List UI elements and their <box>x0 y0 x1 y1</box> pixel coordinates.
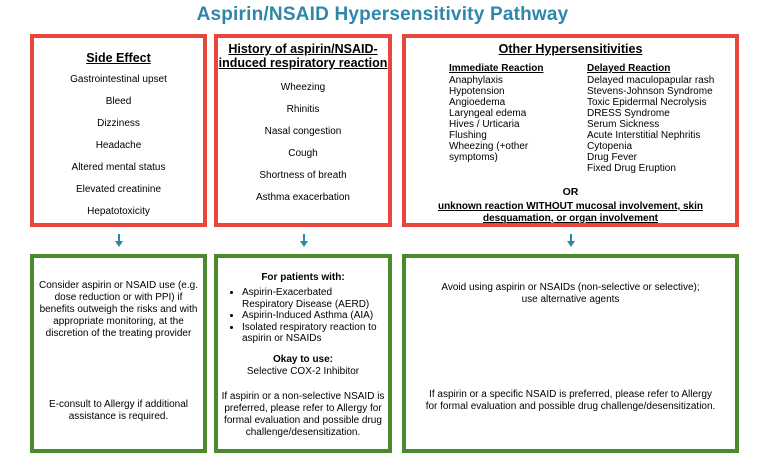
immediate-column: Immediate Reaction Anaphylaxis Hypotensi… <box>449 63 579 163</box>
econsult-text: E-consult to Allergy if additional assis… <box>34 399 203 423</box>
arrow-down-icon <box>567 234 575 247</box>
side-effect-box: Side Effect Gastrointestinal upset Bleed… <box>30 34 207 227</box>
respiratory-item: Shortness of breath <box>259 170 347 181</box>
respiratory-header-line1: History of aspirin/NSAID- <box>228 42 378 56</box>
okay-to-use-title: Okay to use: <box>272 353 334 365</box>
delayed-item: Stevens-Johnson Syndrome <box>587 86 713 97</box>
other-hypersensitivities-box: Other Hypersensitivities Immediate React… <box>402 34 739 227</box>
arrow-down-icon <box>300 234 308 247</box>
respiratory-item: Nasal congestion <box>264 126 342 137</box>
arrow-down-icon <box>115 234 123 247</box>
side-effect-item: Elevated creatinine <box>75 184 162 195</box>
text-line: discretion of the treating provider <box>45 328 192 339</box>
delayed-item: Cytopenia <box>587 141 633 152</box>
text-line: dose reduction or with PPI) if <box>54 292 183 303</box>
side-effect-item: Headache <box>95 140 142 151</box>
delayed-item: Drug Fever <box>587 152 638 163</box>
respiratory-box: History of aspirin/NSAID- induced respir… <box>214 34 392 227</box>
immediate-item: Anaphylaxis <box>449 75 503 86</box>
condition-item: Aspirin-Induced Asthma (AIA) <box>242 310 382 322</box>
delayed-item: Delayed maculopapular rash <box>587 75 715 86</box>
unknown-reaction-line1: unknown reaction WITHOUT mucosal involve… <box>437 201 704 212</box>
immediate-item: Angioedema <box>449 97 506 108</box>
or-label: OR <box>562 186 579 198</box>
side-effect-item: Bleed <box>105 96 132 107</box>
delayed-column: Delayed Reaction Delayed maculopapular r… <box>587 63 737 174</box>
respiratory-item: Cough <box>288 148 318 159</box>
respiratory-header-line2: induced respiratory reaction <box>218 56 388 70</box>
side-effect-header: Side Effect <box>86 51 151 65</box>
text-line: benefits outweigh the risks and with <box>39 304 198 315</box>
respiratory-item: Rhinitis <box>286 104 320 115</box>
delayed-item: Toxic Epidermal Necrolysis <box>587 97 707 108</box>
delayed-item: Fixed Drug Eruption <box>587 163 676 174</box>
other-header: Other Hypersensitivities <box>498 42 643 56</box>
text-line: use alternative agents <box>521 294 620 305</box>
immediate-reaction-title: Immediate Reaction <box>449 63 544 74</box>
respiratory-header: History of aspirin/NSAID- induced respir… <box>218 42 388 70</box>
side-effect-recommendation-text: Consider aspirin or NSAID use (e.g. dose… <box>34 280 203 340</box>
side-effect-item: Gastrointestinal upset <box>70 74 167 85</box>
other-recommendation-box: Avoid using aspirin or NSAIDs (non-selec… <box>402 254 739 453</box>
respiratory-item: Wheezing <box>280 82 326 93</box>
immediate-item: Wheezing (+other symptoms) <box>449 141 529 163</box>
refer-allergy-text: If aspirin or a specific NSAID is prefer… <box>406 389 735 413</box>
text-line: Avoid using aspirin or NSAIDs (non-selec… <box>441 282 700 293</box>
delayed-item: DRESS Syndrome <box>587 108 670 119</box>
text-line: formal evaluation and possible drug <box>224 415 382 426</box>
unknown-reaction-line2: desquamation, or organ involvement <box>482 212 659 224</box>
immediate-item: Laryngeal edema <box>449 108 527 119</box>
for-patients-title: For patients with: <box>261 272 345 283</box>
text-line: assistance is required. <box>68 411 169 422</box>
okay-to-use-item: Selective COX-2 Inhibitor <box>246 365 360 377</box>
side-effect-recommendation-box: Consider aspirin or NSAID use (e.g. dose… <box>30 254 207 453</box>
delayed-item: Serum Sickness <box>587 119 660 130</box>
text-line: appropriate monitoring, at the <box>53 316 184 327</box>
immediate-item: Hypotension <box>449 86 505 97</box>
avoid-nsaid-text: Avoid using aspirin or NSAIDs (non-selec… <box>406 282 735 306</box>
text-line: If aspirin or a non-selective NSAID is <box>221 391 385 402</box>
text-line: Consider aspirin or NSAID use (e.g. <box>39 280 198 291</box>
immediate-item: Flushing <box>449 130 487 141</box>
condition-item: Aspirin-Exacerbated Respiratory Disease … <box>242 287 382 310</box>
page-title: Aspirin/NSAID Hypersensitivity Pathway <box>196 4 569 25</box>
side-effect-item: Hepatotoxicity <box>87 206 150 217</box>
side-effect-list: Gastrointestinal upset Bleed Dizziness H… <box>34 74 203 228</box>
text-line: challenge/desensitization. <box>245 427 361 438</box>
delayed-reaction-title: Delayed Reaction <box>587 63 671 74</box>
text-line: for formal evaluation and possible drug … <box>425 401 716 412</box>
immediate-item: Hives / Urticaria <box>449 119 520 130</box>
condition-item: Isolated respiratory reaction to aspirin… <box>242 322 382 345</box>
text-line: If aspirin or a specific NSAID is prefer… <box>429 389 712 400</box>
respiratory-list: Wheezing Rhinitis Nasal congestion Cough… <box>218 82 388 214</box>
side-effect-item: Altered mental status <box>71 162 166 173</box>
unknown-reaction: unknown reaction WITHOUT mucosal involve… <box>406 201 735 224</box>
delayed-item: Acute Interstitial Nephritis <box>587 130 701 141</box>
respiratory-recommendation-box: For patients with: Aspirin-Exacerbated R… <box>214 254 392 453</box>
patient-conditions-list: Aspirin-Exacerbated Respiratory Disease … <box>228 287 382 345</box>
respiratory-item: Asthma exacerbation <box>256 192 350 203</box>
text-line: preferred, please refer to Allergy for <box>224 403 382 414</box>
side-effect-item: Dizziness <box>97 118 140 129</box>
refer-allergy-text: If aspirin or a non-selective NSAID is p… <box>218 391 388 439</box>
text-line: E-consult to Allergy if additional <box>49 399 188 410</box>
